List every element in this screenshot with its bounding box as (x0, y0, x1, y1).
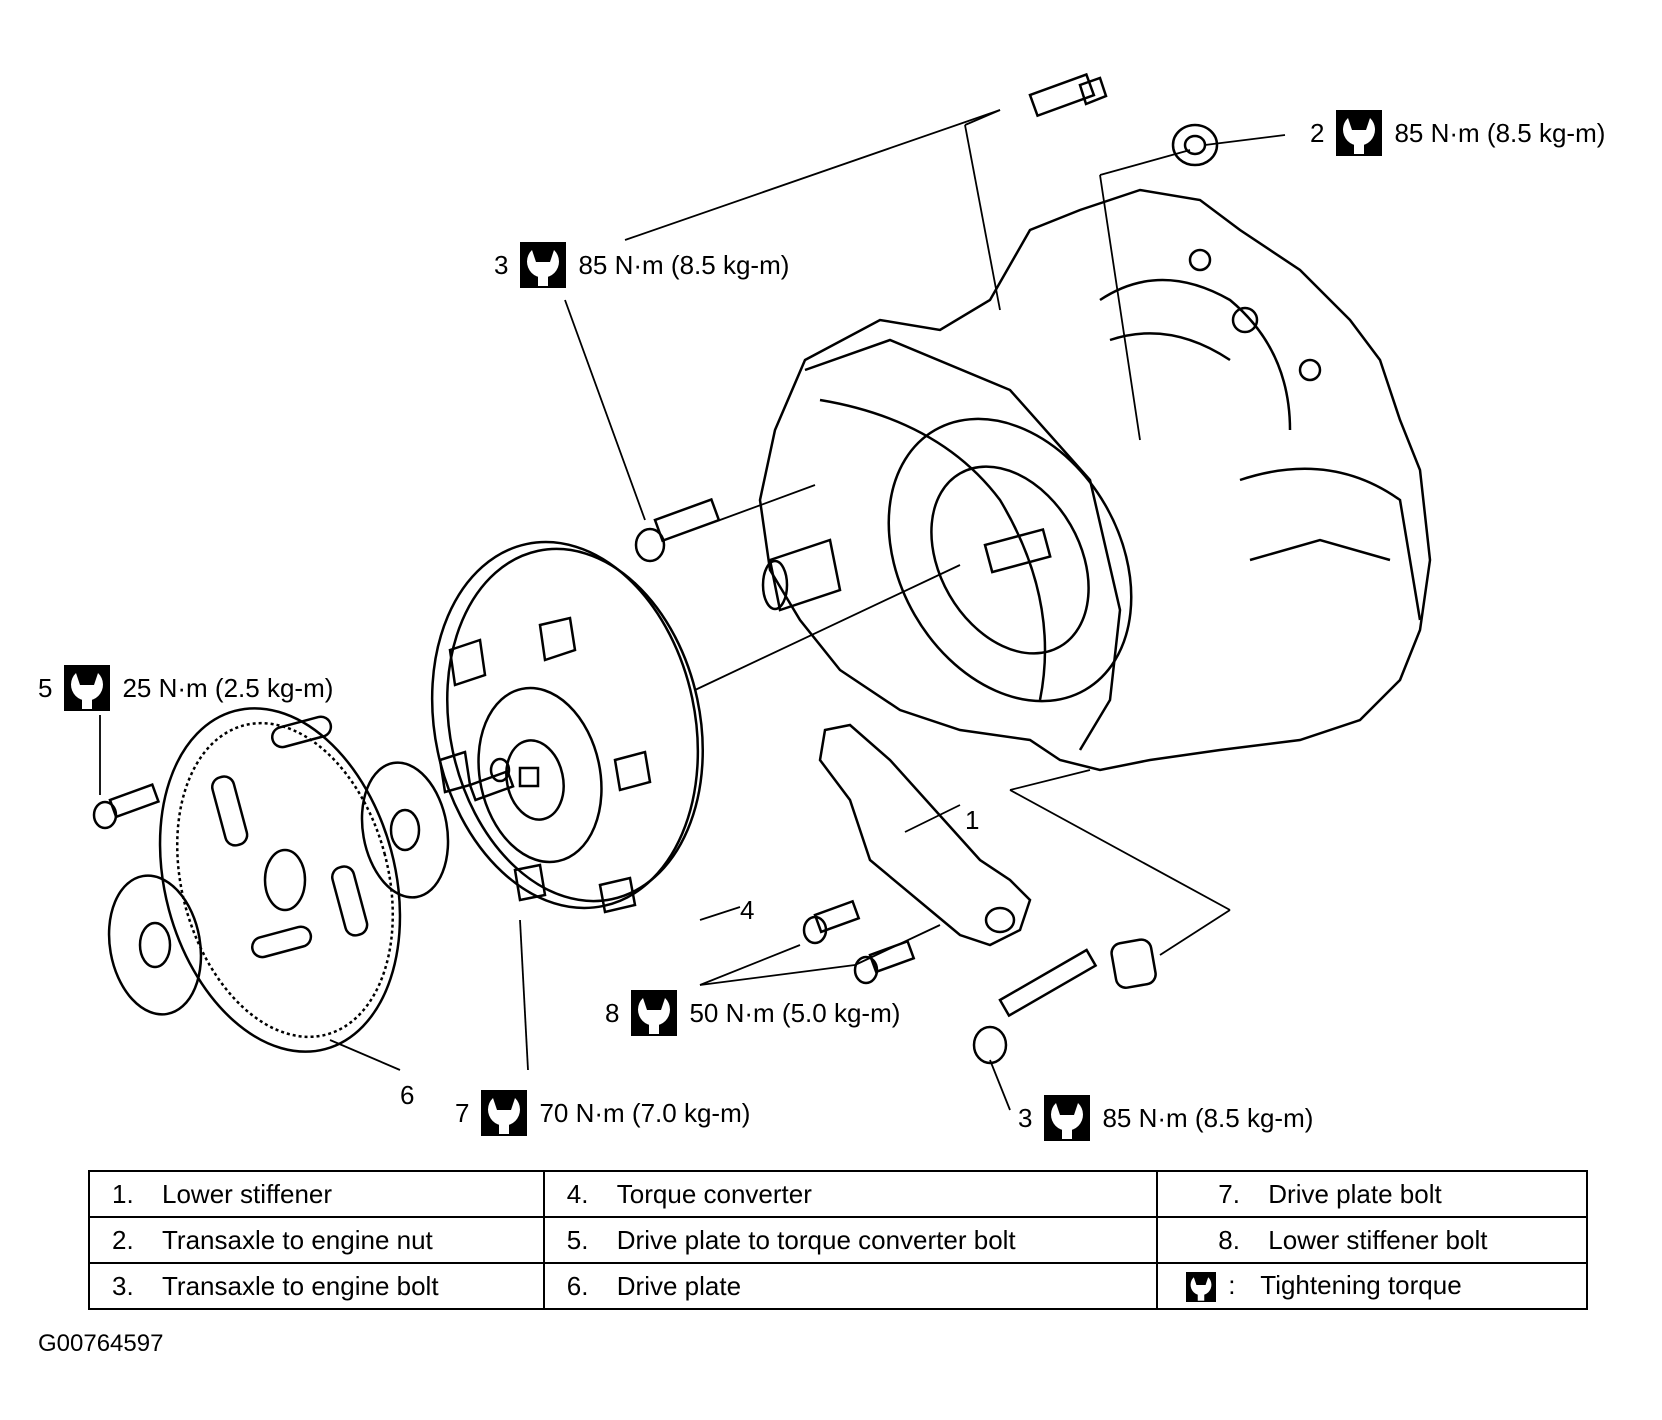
torque-wrench-icon (481, 1090, 528, 1136)
torque-value: 25 N·m (2.5 kg-m) (122, 673, 334, 703)
legend-row: 3. Transaxle to engine bolt 6. Drive plate… (88, 1262, 1588, 1310)
legend-cell: 4. Torque converter (542, 1170, 1159, 1218)
torque-value: 85 N·m (8.5 kg-m) (578, 250, 790, 280)
callout-2: 2 85 N·m (8.5 kg-m) (1310, 110, 1605, 156)
drive-plate (158, 707, 402, 1053)
callout-8: 8 50 N·m (5.0 kg-m) (605, 990, 900, 1036)
input-shaft (761, 527, 1052, 612)
torque-wrench-icon (1336, 110, 1383, 156)
legend-index: 2. (112, 1224, 134, 1255)
legend-text: Lower stiffener bolt (1268, 1224, 1488, 1255)
callout-number: 2 (1310, 118, 1325, 148)
legend-cell: 1. Lower stiffener (88, 1170, 545, 1218)
torque-wrench-icon (1044, 1095, 1091, 1141)
callout-3-top: 3 85 N·m (8.5 kg-m) (494, 242, 789, 288)
legend-cell: 7. Drive plate bolt (1156, 1170, 1588, 1218)
figure-id: G00764597 (38, 1330, 164, 1357)
legend-text: Transaxle to engine nut (162, 1224, 433, 1255)
torque-value: 50 N·m (5.0 kg-m) (689, 998, 901, 1028)
legend-cell: 6. Drive plate (542, 1262, 1159, 1310)
legend-cell: 8. Lower stiffener bolt (1156, 1216, 1588, 1264)
part-number: 1 (965, 805, 980, 835)
callout-number: 5 (38, 673, 53, 703)
lower-stiffener (818, 723, 1032, 947)
legend-row: 1. Lower stiffener 4. Torque converter 7. D… (88, 1170, 1588, 1218)
bolt-3-left (634, 497, 721, 563)
torque-value: 85 N·m (8.5 kg-m) (1394, 118, 1606, 148)
legend-cell: 3. Transaxle to engine bolt (88, 1262, 545, 1310)
callout-7: 7 70 N·m (7.0 kg-m) (455, 1090, 750, 1136)
legend-text: Drive plate bolt (1268, 1178, 1442, 1209)
label-6: 6 (400, 1080, 414, 1110)
torque-wrench-icon (1186, 1272, 1217, 1303)
callout-3-bottom: 3 85 N·m (8.5 kg-m) (1018, 1095, 1313, 1141)
bolt-top (1028, 72, 1108, 118)
torque-value: 70 N·m (7.0 kg-m) (539, 1098, 751, 1128)
legend-index: 8. (1218, 1224, 1240, 1255)
torque-wrench-icon (631, 990, 678, 1036)
legend-text: Tightening torque (1260, 1269, 1462, 1300)
legend-index: 3. (112, 1270, 134, 1301)
bolt-8-upper (802, 899, 861, 945)
legend-index: 6. (566, 1270, 589, 1301)
part-number: 6 (400, 1080, 415, 1110)
legend-index: : (1228, 1269, 1236, 1300)
callout-number: 8 (605, 998, 620, 1028)
legend-index: 7. (1218, 1178, 1240, 1209)
part-number: 4 (740, 895, 755, 925)
torque-wrench-icon (520, 242, 567, 288)
bolt-8-lower (853, 939, 916, 985)
legend-text: Torque converter (616, 1178, 812, 1209)
transaxle-housing (758, 188, 1432, 772)
legend-text: Drive plate (616, 1270, 742, 1301)
legend-index: 5. (566, 1224, 589, 1255)
spacer-plate-right (360, 761, 450, 899)
parts-legend-table: 1. Lower stiffener 4. Torque converter 7. D… (88, 1170, 1588, 1310)
legend-text: Drive plate to torque converter bolt (616, 1224, 1016, 1255)
legend-row: 2. Transaxle to engine nut 5. Drive plate … (88, 1216, 1588, 1264)
leader-lines (99, 109, 1286, 1111)
dowel-sleeve (1110, 938, 1157, 989)
label-1: 1 (965, 805, 979, 835)
legend-text: Lower stiffener (162, 1178, 333, 1209)
spacer-plate-left (107, 874, 203, 1016)
callout-number: 3 (1018, 1103, 1033, 1133)
legend-text: Transaxle to engine bolt (162, 1270, 439, 1301)
torque-value: 85 N·m (8.5 kg-m) (1102, 1103, 1314, 1133)
callout-5: 5 25 N·m (2.5 kg-m) (38, 665, 333, 711)
legend-index: 1. (112, 1178, 134, 1209)
legend-cell: : Tightening torque (1156, 1262, 1588, 1310)
label-4: 4 (740, 895, 754, 925)
torque-wrench-icon (64, 665, 111, 711)
bolt-5 (92, 783, 161, 830)
torque-converter (430, 540, 704, 914)
callout-number: 7 (455, 1098, 470, 1128)
callout-number: 3 (494, 250, 509, 280)
bolt-7 (468, 757, 515, 802)
legend-index: 4. (566, 1178, 589, 1209)
legend-cell: 5. Drive plate to torque converter bolt (542, 1216, 1159, 1264)
legend-cell: 2. Transaxle to engine nut (88, 1216, 545, 1264)
bolt-3-lower (972, 948, 1098, 1065)
